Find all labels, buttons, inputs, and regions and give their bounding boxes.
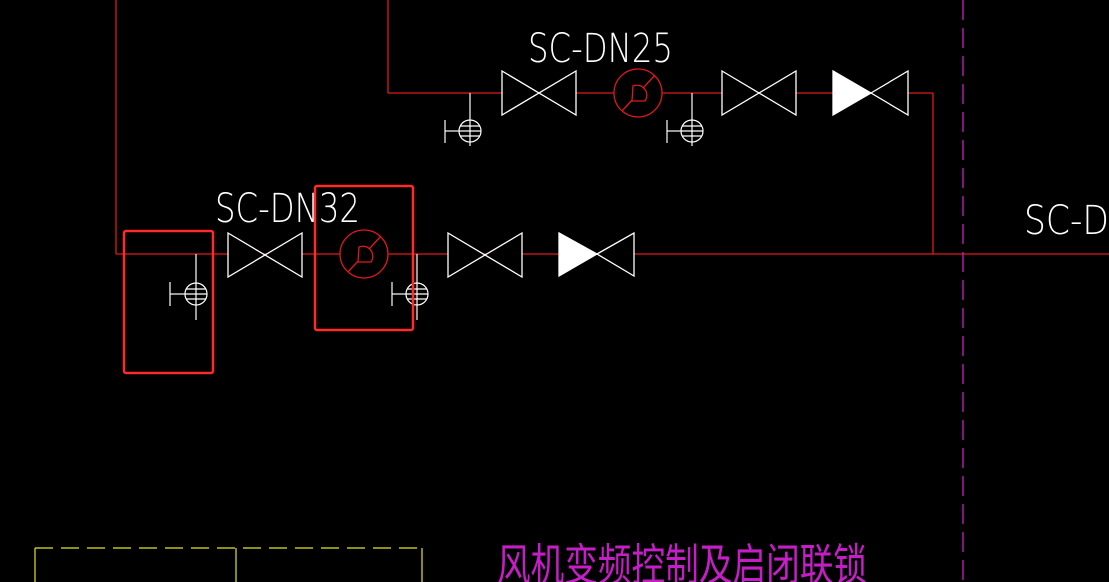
gate-valve-icon [447, 231, 523, 279]
gate-valve-icon [227, 231, 303, 279]
gate-valve-icon [501, 69, 577, 117]
highlight-box-drain-valve [122, 229, 215, 375]
drain-valve-icon [666, 93, 704, 146]
highlight-box-flow-meter [313, 184, 415, 332]
drain-valve-icon [444, 93, 482, 146]
flow-meter-icon [613, 68, 663, 118]
lower-branch-symbols [169, 229, 635, 320]
pipe-label-right: SC-D [1024, 198, 1109, 244]
upper-branch-symbols [444, 68, 909, 146]
check-valve-icon [558, 231, 635, 278]
title-block-frame [34, 547, 423, 582]
pipe-label-upper: SC-DN25 [528, 26, 673, 72]
drain-valve-icon [391, 254, 429, 320]
drawing-title: 风机变频控制及启闭联锁 [497, 540, 867, 582]
pipe-label-lower: SC-DN32 [215, 186, 360, 232]
drain-valve-icon [169, 254, 208, 320]
gate-valve-icon [721, 69, 797, 117]
check-valve-icon [832, 69, 909, 117]
flow-meter-icon [339, 229, 389, 279]
